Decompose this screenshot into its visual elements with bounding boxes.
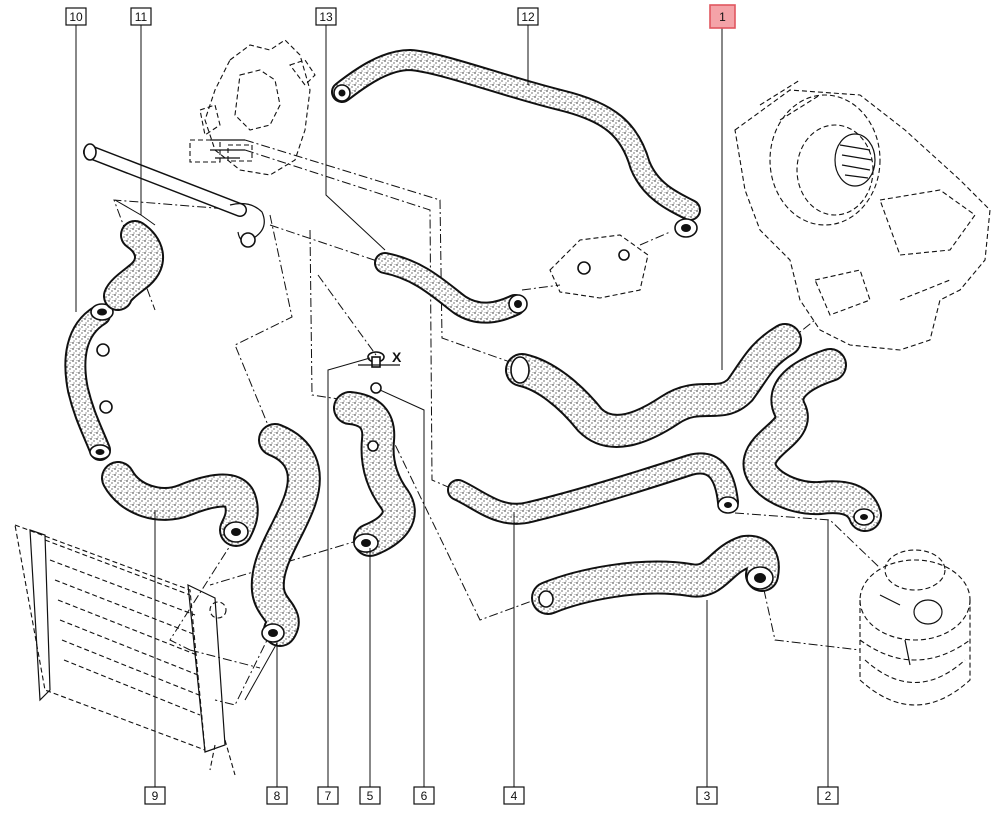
- callout-label: 13: [319, 10, 333, 24]
- callout-leaders: [75, 25, 829, 790]
- hose-13[interactable]: [374, 252, 528, 324]
- heater-blower-unit: [734, 79, 991, 351]
- routing-lines: [113, 139, 881, 706]
- callout-label: 2: [825, 789, 832, 803]
- callout-9[interactable]: 9: [144, 786, 166, 805]
- callout-2[interactable]: 2: [817, 786, 839, 805]
- hose-5[interactable]: [333, 391, 416, 557]
- callout-label: 12: [521, 10, 535, 24]
- engine-outlet-tube: [83, 143, 265, 248]
- callout-10[interactable]: 10: [65, 7, 87, 26]
- hose-8[interactable]: [250, 423, 321, 647]
- degas-chamber: [549, 234, 649, 299]
- callout-label: 7: [325, 789, 332, 803]
- callout-label: 11: [135, 10, 148, 24]
- hose-2[interactable]: [742, 348, 882, 532]
- callout-11[interactable]: 11: [130, 7, 152, 26]
- engine-block-outline: [189, 39, 316, 176]
- callout-8[interactable]: 8: [266, 786, 288, 805]
- bleed-screw-label: X: [392, 349, 402, 365]
- callout-5[interactable]: 5: [359, 786, 381, 805]
- callout-label: 10: [69, 10, 83, 24]
- radiator: [14, 524, 236, 776]
- hose-9[interactable]: [101, 461, 259, 547]
- hose-11[interactable]: [103, 220, 164, 311]
- hose-4[interactable]: [447, 452, 739, 525]
- callout-label: 1: [719, 10, 726, 24]
- hose-1[interactable]: [505, 323, 802, 448]
- hose-3[interactable]: [531, 534, 780, 615]
- callout-1[interactable]: 1: [709, 4, 736, 29]
- callout-label: 3: [704, 789, 711, 803]
- callout-label: 4: [511, 789, 518, 803]
- callout-7[interactable]: 7: [317, 786, 339, 805]
- callout-12[interactable]: 12: [517, 7, 539, 26]
- callout-label: 5: [367, 789, 374, 803]
- expansion-tank: [859, 549, 971, 706]
- hose-10[interactable]: [64, 303, 114, 461]
- callout-label: 6: [421, 789, 428, 803]
- callout-label: 9: [152, 789, 159, 803]
- callout-6[interactable]: 6: [413, 786, 435, 805]
- callout-13[interactable]: 13: [315, 7, 337, 26]
- callout-4[interactable]: 4: [503, 786, 525, 805]
- callout-3[interactable]: 3: [696, 786, 718, 805]
- bleed-screw-x[interactable]: X: [358, 349, 402, 394]
- hose-12[interactable]: [331, 49, 701, 238]
- callout-label: 8: [274, 789, 281, 803]
